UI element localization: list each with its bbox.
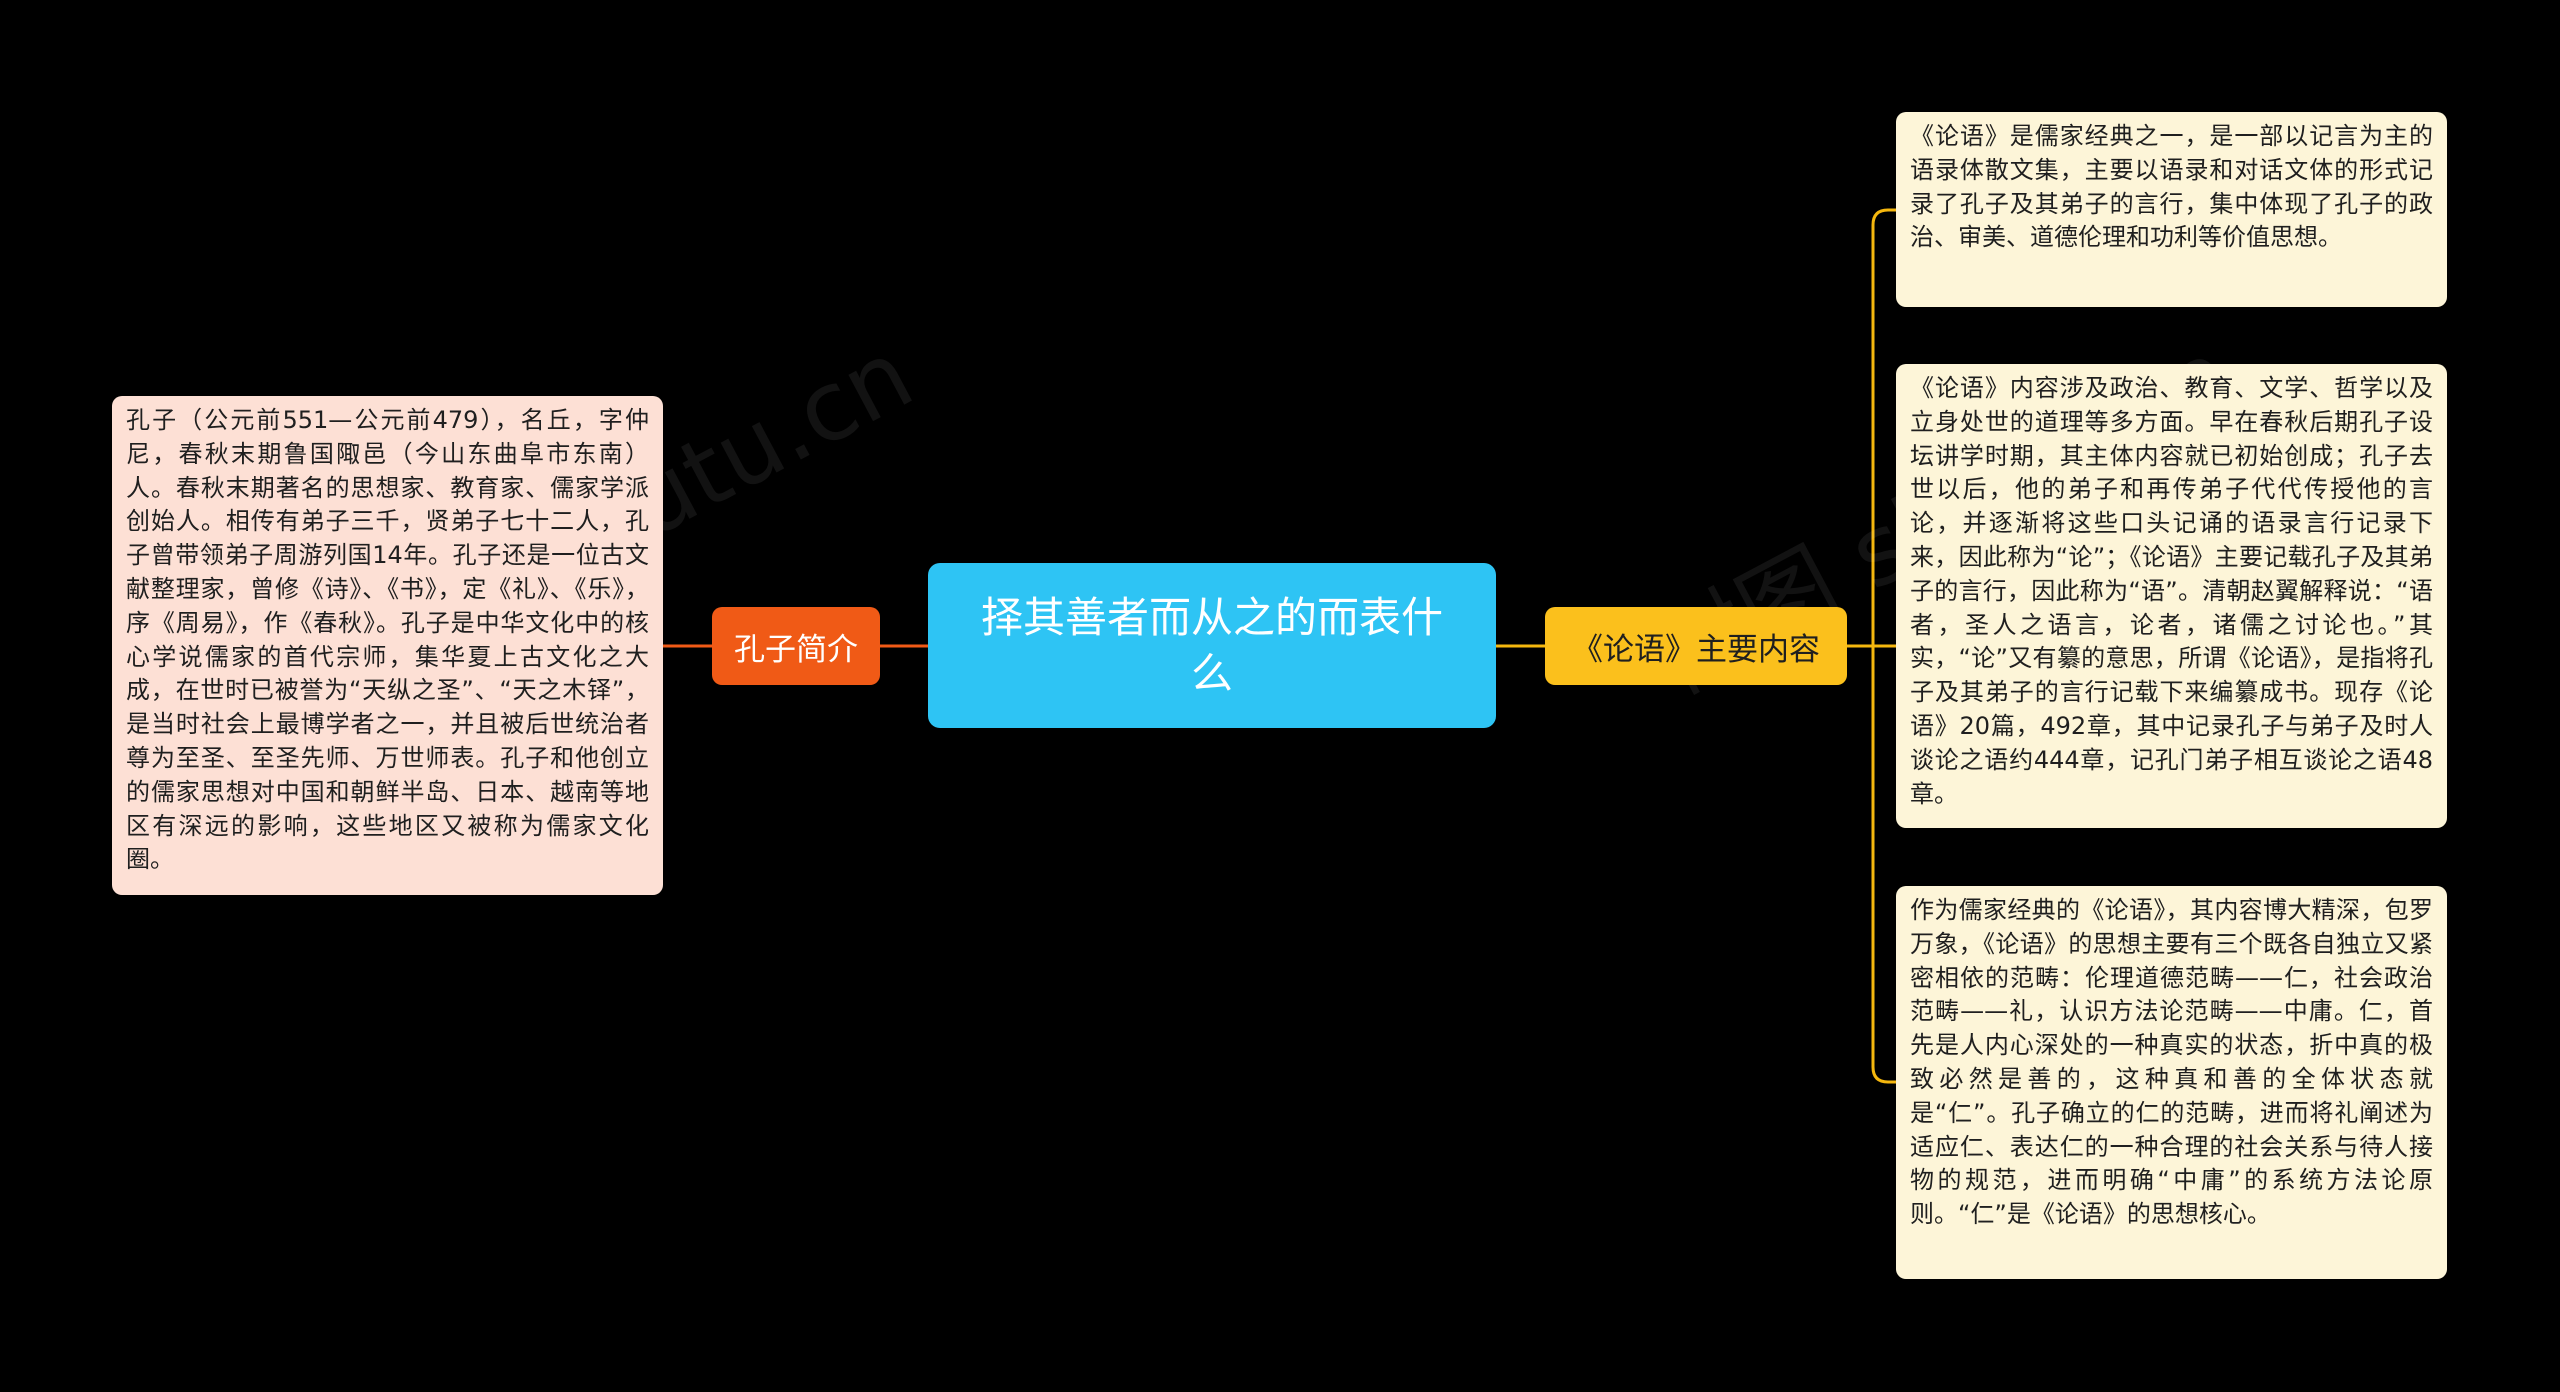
central-topic-label: 择其善者而从之的而表什么 xyxy=(980,592,1443,698)
leaf-text-confucius-bio: 孔子（公元前551—公元前479），名丘，字仲尼，春秋末期鲁国陬邑（今山东曲阜市… xyxy=(126,406,649,874)
leaf-node-analects-1[interactable]: 《论语》是儒家经典之一，是一部以记言为主的语录体散文集，主要以语录和对话文体的形… xyxy=(1896,112,2447,307)
branch-node-confucius-intro[interactable]: 孔子简介 xyxy=(712,607,880,685)
leaf-node-analects-2[interactable]: 《论语》内容涉及政治、教育、文学、哲学以及立身处世的道理等多方面。早在春秋后期孔… xyxy=(1896,364,2447,828)
branch-label-confucius-intro: 孔子简介 xyxy=(734,631,858,668)
leaf-text-analects-2: 《论语》内容涉及政治、教育、文学、哲学以及立身处世的道理等多方面。早在春秋后期孔… xyxy=(1910,374,2433,808)
leaf-text-analects-1: 《论语》是儒家经典之一，是一部以记言为主的语录体散文集，主要以语录和对话文体的形… xyxy=(1910,122,2433,252)
branch-label-analects-content: 《论语》主要内容 xyxy=(1572,631,1820,668)
connector-right-leaf-1 xyxy=(1871,208,1896,646)
leaf-node-confucius-bio[interactable]: 孔子（公元前551—公元前479），名丘，字仲尼，春秋末期鲁国陬邑（今山东曲阜市… xyxy=(112,396,663,895)
connector-right-leaf-3 xyxy=(1871,646,1896,1084)
leaf-node-analects-3[interactable]: 作为儒家经典的《论语》，其内容博大精深，包罗万象，《论语》的思想主要有三个既各自… xyxy=(1896,886,2447,1279)
central-topic-node[interactable]: 择其善者而从之的而表什么 xyxy=(928,563,1496,728)
leaf-text-analects-3: 作为儒家经典的《论语》，其内容博大精深，包罗万象，《论语》的思想主要有三个既各自… xyxy=(1910,896,2433,1229)
branch-node-analects-content[interactable]: 《论语》主要内容 xyxy=(1545,607,1847,685)
